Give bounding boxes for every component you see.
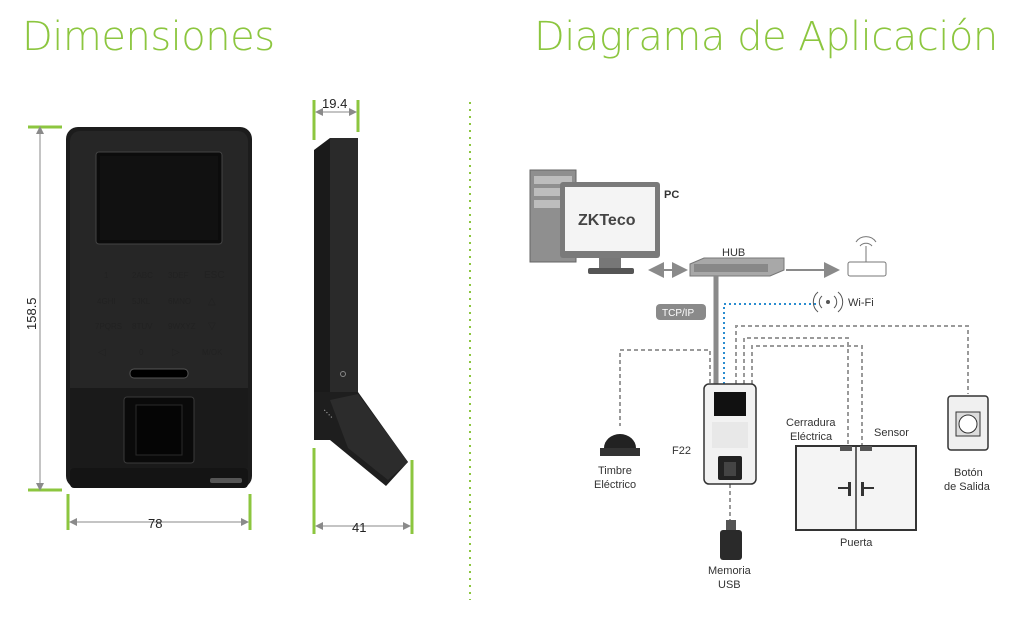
width-dimension: 78	[66, 494, 252, 531]
key-5jkl: 5JKL	[132, 297, 151, 306]
key-esc: ESC	[204, 270, 225, 281]
usb-drive-icon	[720, 520, 742, 560]
exit-button-icon	[947, 395, 989, 451]
key-2abc: 2ABC	[132, 271, 153, 280]
tcpip-badge	[656, 304, 706, 320]
height-value: 158.5	[24, 297, 39, 330]
door-icon	[795, 445, 917, 531]
key-down: ▽	[208, 321, 216, 332]
wifi-link	[723, 303, 816, 384]
depth-top-dimension: 19.4	[312, 96, 360, 140]
usb-label-line1: Memoria	[708, 565, 752, 577]
depth-bottom-value: 41	[352, 520, 366, 535]
dimensions-title: Dimensiones	[22, 14, 275, 60]
key-0: 0	[139, 348, 144, 357]
f22-label: F22	[672, 445, 691, 457]
hub-icon	[689, 257, 785, 277]
lock-label-line1: Cerradura	[786, 417, 836, 429]
pc-label: PC	[664, 189, 679, 201]
exit-button-label-line1: Botón	[954, 467, 983, 479]
key-8tuv: 8TUV	[132, 322, 153, 331]
height-dimension: 158.5	[24, 125, 62, 492]
bell-label-line1: Timbre	[598, 465, 632, 477]
wifi-icon	[812, 291, 844, 313]
router-icon	[847, 236, 887, 277]
key-9wxyz: 9WXYZ	[168, 322, 196, 331]
wiring	[619, 325, 969, 522]
application-diagram-title: Diagrama de Aplicación	[534, 14, 998, 60]
key-right: ▷	[172, 347, 180, 358]
wifi-label: Wi-Fi	[848, 297, 874, 309]
keypad: 1 2ABC 3DEF ESC 4GHI 5JKL 6MNO △ 7PQRS 8…	[95, 270, 225, 358]
depth-bottom-dimension: 41	[312, 448, 414, 535]
key-6mno: 6MNO	[168, 297, 191, 306]
f22-device-icon	[703, 383, 757, 485]
key-1: 1	[104, 271, 109, 280]
key-up: △	[208, 296, 216, 307]
key-mok: M/OK	[202, 348, 223, 357]
tcpip-label: TCP/IP	[662, 308, 695, 319]
lock-label-line2: Eléctrica	[790, 431, 833, 443]
width-value: 78	[148, 516, 162, 531]
electric-bell-icon	[600, 434, 640, 456]
depth-top-value: 19.4	[322, 96, 347, 111]
key-3def: 3DEF	[168, 271, 189, 280]
side-view-device: • • • •	[314, 138, 408, 486]
hub-label: HUB	[722, 247, 745, 259]
key-4ghi: 4GHI	[97, 297, 116, 306]
key-left: ◁	[98, 347, 106, 358]
pc-icon: ZKTeco	[529, 169, 660, 274]
key-7pqrs: 7PQRS	[95, 322, 122, 331]
bell-label-line2: Eléctrico	[594, 479, 636, 491]
usb-label-line2: USB	[718, 579, 741, 591]
exit-button-label-line2: de Salida	[944, 481, 991, 493]
sensor-label: Sensor	[874, 427, 909, 439]
pc-screen-logo: ZKTeco	[578, 212, 636, 229]
door-label: Puerta	[840, 537, 873, 549]
front-view-device	[66, 127, 252, 488]
